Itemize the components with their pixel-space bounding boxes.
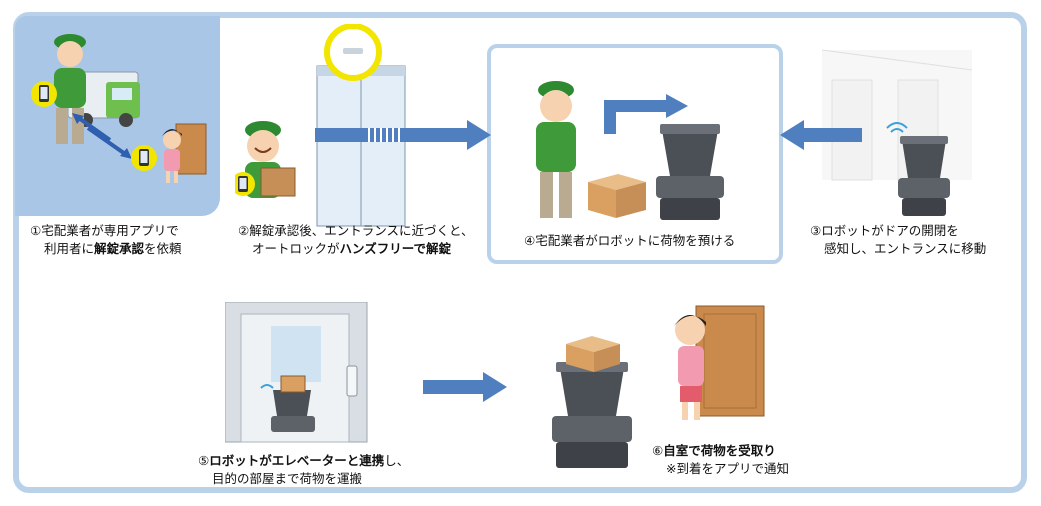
smartphone-icon [235,172,255,196]
entrance-door-icon [821,49,973,181]
step4-caption: ④宅配業者がロボットに荷物を預ける [524,233,736,248]
package-icon [280,375,306,393]
step1-illustration [28,28,218,198]
door-icon [695,305,765,417]
courier-icon [536,81,576,218]
step3-caption: ③ロボットがドアの開閉を 感知し、エントランスに移動 [810,223,987,256]
flow-arrow-icon [423,372,507,402]
smartphone-icon [131,145,157,171]
package-icon [588,174,646,218]
flow-arrow-icon [780,120,862,150]
robot-icon [656,124,724,220]
step2-caption: ②解錠承認後、エントランスに近づくと、 オートロックがハンズフリーで解錠 [238,223,474,256]
robot-icon [552,362,632,468]
robot-icon [898,136,950,216]
resident-icon [674,315,706,420]
step6-illustration [548,300,778,475]
door-icon [175,123,207,175]
step3-illustration [778,40,978,230]
step6-caption: ⑥自室で荷物を受取り ※到着をアプリで通知 [652,443,789,476]
resident-icon [162,129,182,183]
step4-illustration [520,78,760,228]
step5-illustration [225,302,515,452]
robot-icon [271,390,315,432]
package-icon [260,167,296,197]
step1-caption: ①宅配業者が専用アプリで 利用者に解錠承認を依頼 [30,223,182,256]
entrance-door-icon [316,65,406,227]
flow-arrow-icon [315,120,491,150]
package-icon [566,336,620,372]
step5-caption: ⑤ロボットがエレベーターと連携し、 目的の部屋まで荷物を運搬 [198,453,410,486]
step2-illustration [235,24,495,234]
courier-icon [54,34,86,144]
flow-arrow-icon [604,94,688,134]
smartphone-icon [31,81,57,107]
